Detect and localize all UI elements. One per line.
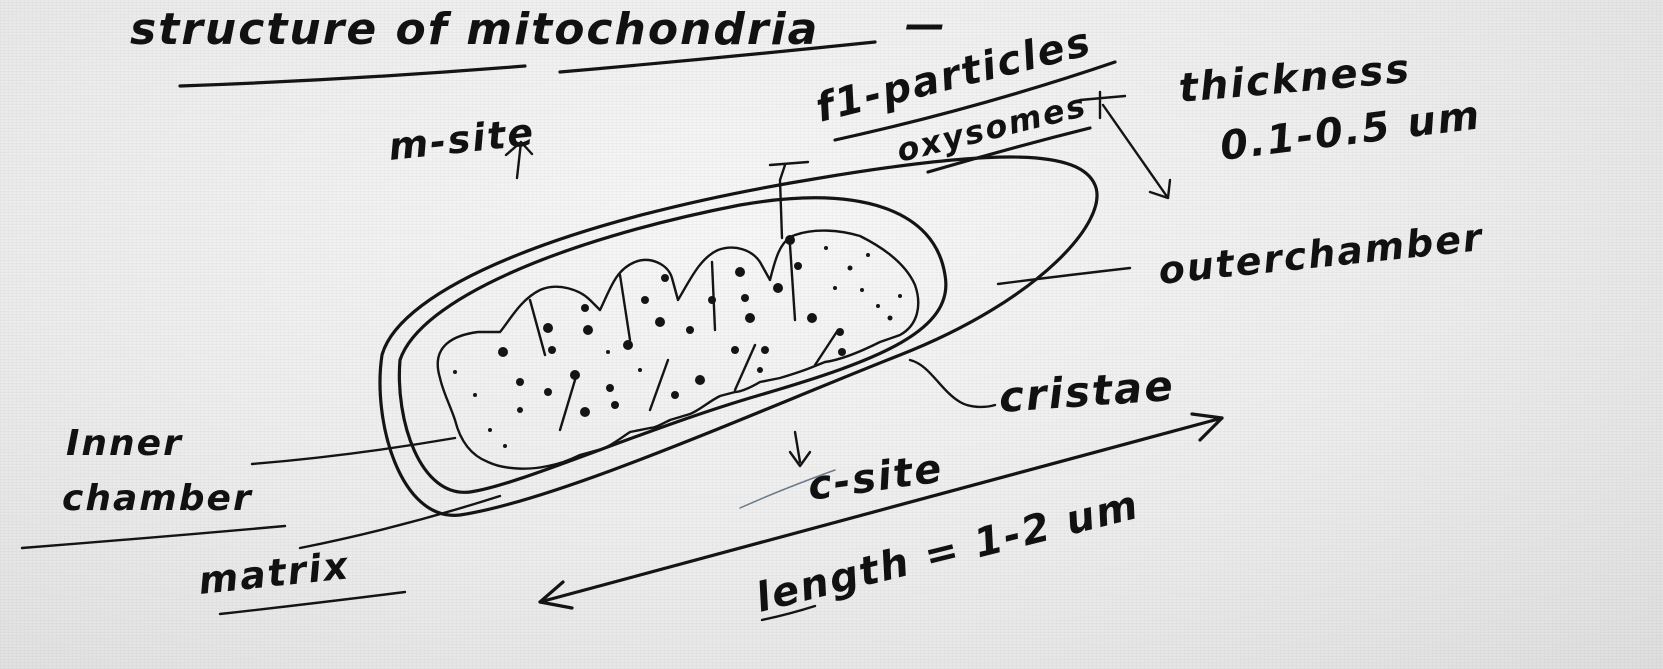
crista-ridge-1	[530, 300, 545, 355]
diagram-title: structure of mitochondria	[130, 4, 819, 55]
outerchamber-label: outerchamber	[1156, 215, 1485, 293]
f1-particle-pointer	[780, 165, 785, 238]
matrix-label: matrix	[196, 543, 351, 603]
c-site-arrow	[790, 432, 810, 466]
crista-ridge-4	[790, 245, 795, 320]
title-underline-left	[180, 66, 525, 86]
c-site-label: c-site	[805, 445, 946, 509]
inner-chamber-label-line2: chamber	[62, 478, 253, 519]
crista-ridge-3	[712, 262, 715, 330]
crista-ridge-5	[560, 380, 575, 430]
thickness-label: thickness	[1177, 46, 1413, 112]
title-dash: —	[905, 2, 947, 48]
matrix-pointer	[300, 496, 500, 548]
thickness-arrow	[1103, 105, 1170, 198]
f1-particle-pointer-cap	[770, 162, 808, 165]
outerchamber-pointer	[998, 268, 1130, 284]
crista-ridge-6	[650, 360, 668, 410]
cristae-pointer	[910, 360, 995, 407]
inner-chamber-underline	[22, 526, 285, 548]
crista-ridge-2	[620, 275, 630, 340]
cristae-label: cristae	[997, 361, 1176, 422]
cristae-folds	[438, 231, 919, 469]
inner-chamber-label-line1: Inner	[66, 423, 183, 464]
f1-particle-dots	[498, 235, 846, 417]
length-arrowhead-right-icon	[1192, 414, 1222, 440]
m-site-label: m-site	[386, 110, 537, 169]
inner-chamber-pointer	[252, 438, 455, 464]
